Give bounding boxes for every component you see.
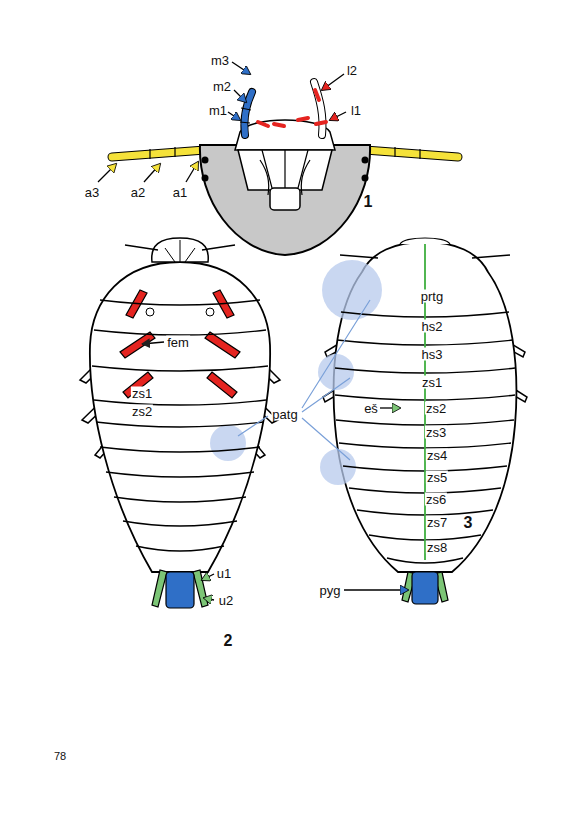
- leader-line: [238, 300, 370, 460]
- segment-line: [114, 497, 246, 502]
- segment-line: [92, 366, 268, 371]
- part-label: patg: [271, 408, 298, 421]
- part-label: u1: [216, 567, 232, 580]
- part-label: zs6: [425, 493, 447, 506]
- part-label: a2: [130, 186, 146, 199]
- part-label: l1: [350, 104, 362, 117]
- segment-line: [96, 422, 264, 427]
- part-label: zs4: [426, 449, 448, 462]
- part-label: l2: [346, 64, 358, 77]
- part-label: a3: [84, 186, 100, 199]
- part-label: zs8: [426, 541, 448, 554]
- part-label: zs7: [426, 516, 448, 529]
- part-label: zs5: [426, 471, 448, 484]
- part-label: m3: [210, 54, 230, 67]
- part-label: zs1: [131, 387, 153, 400]
- ventral-figure: [80, 238, 280, 608]
- part-label: u2: [218, 594, 234, 607]
- part-label: prtg: [420, 290, 444, 303]
- segment-line: [100, 300, 260, 305]
- part-label: hs3: [421, 348, 444, 361]
- figure-number: 2: [223, 633, 234, 649]
- head-figure: [112, 82, 458, 255]
- part-label: zs3: [425, 426, 447, 439]
- part-label: zs2: [425, 402, 447, 415]
- page-number: 78: [53, 751, 67, 762]
- part-label: fem: [166, 336, 190, 349]
- part-label: pyg: [319, 584, 342, 597]
- segment-line: [123, 521, 237, 526]
- callout-arrows: [98, 62, 408, 600]
- segment-line: [100, 447, 260, 452]
- part-label: m2: [212, 80, 232, 93]
- part-label: zs2: [131, 405, 153, 418]
- part-label: eš: [363, 402, 379, 415]
- figure-number: 1: [363, 194, 374, 210]
- part-label: m1: [208, 104, 228, 117]
- segment-line: [106, 472, 254, 477]
- dorsal-figure: [318, 238, 527, 604]
- figure-number: 3: [463, 515, 474, 531]
- part-label: zs1: [421, 376, 443, 389]
- segment-line: [94, 400, 266, 405]
- segment-line: [136, 546, 224, 551]
- part-label: a1: [172, 186, 188, 199]
- segment-line: [94, 330, 266, 335]
- part-label: hs2: [421, 320, 444, 333]
